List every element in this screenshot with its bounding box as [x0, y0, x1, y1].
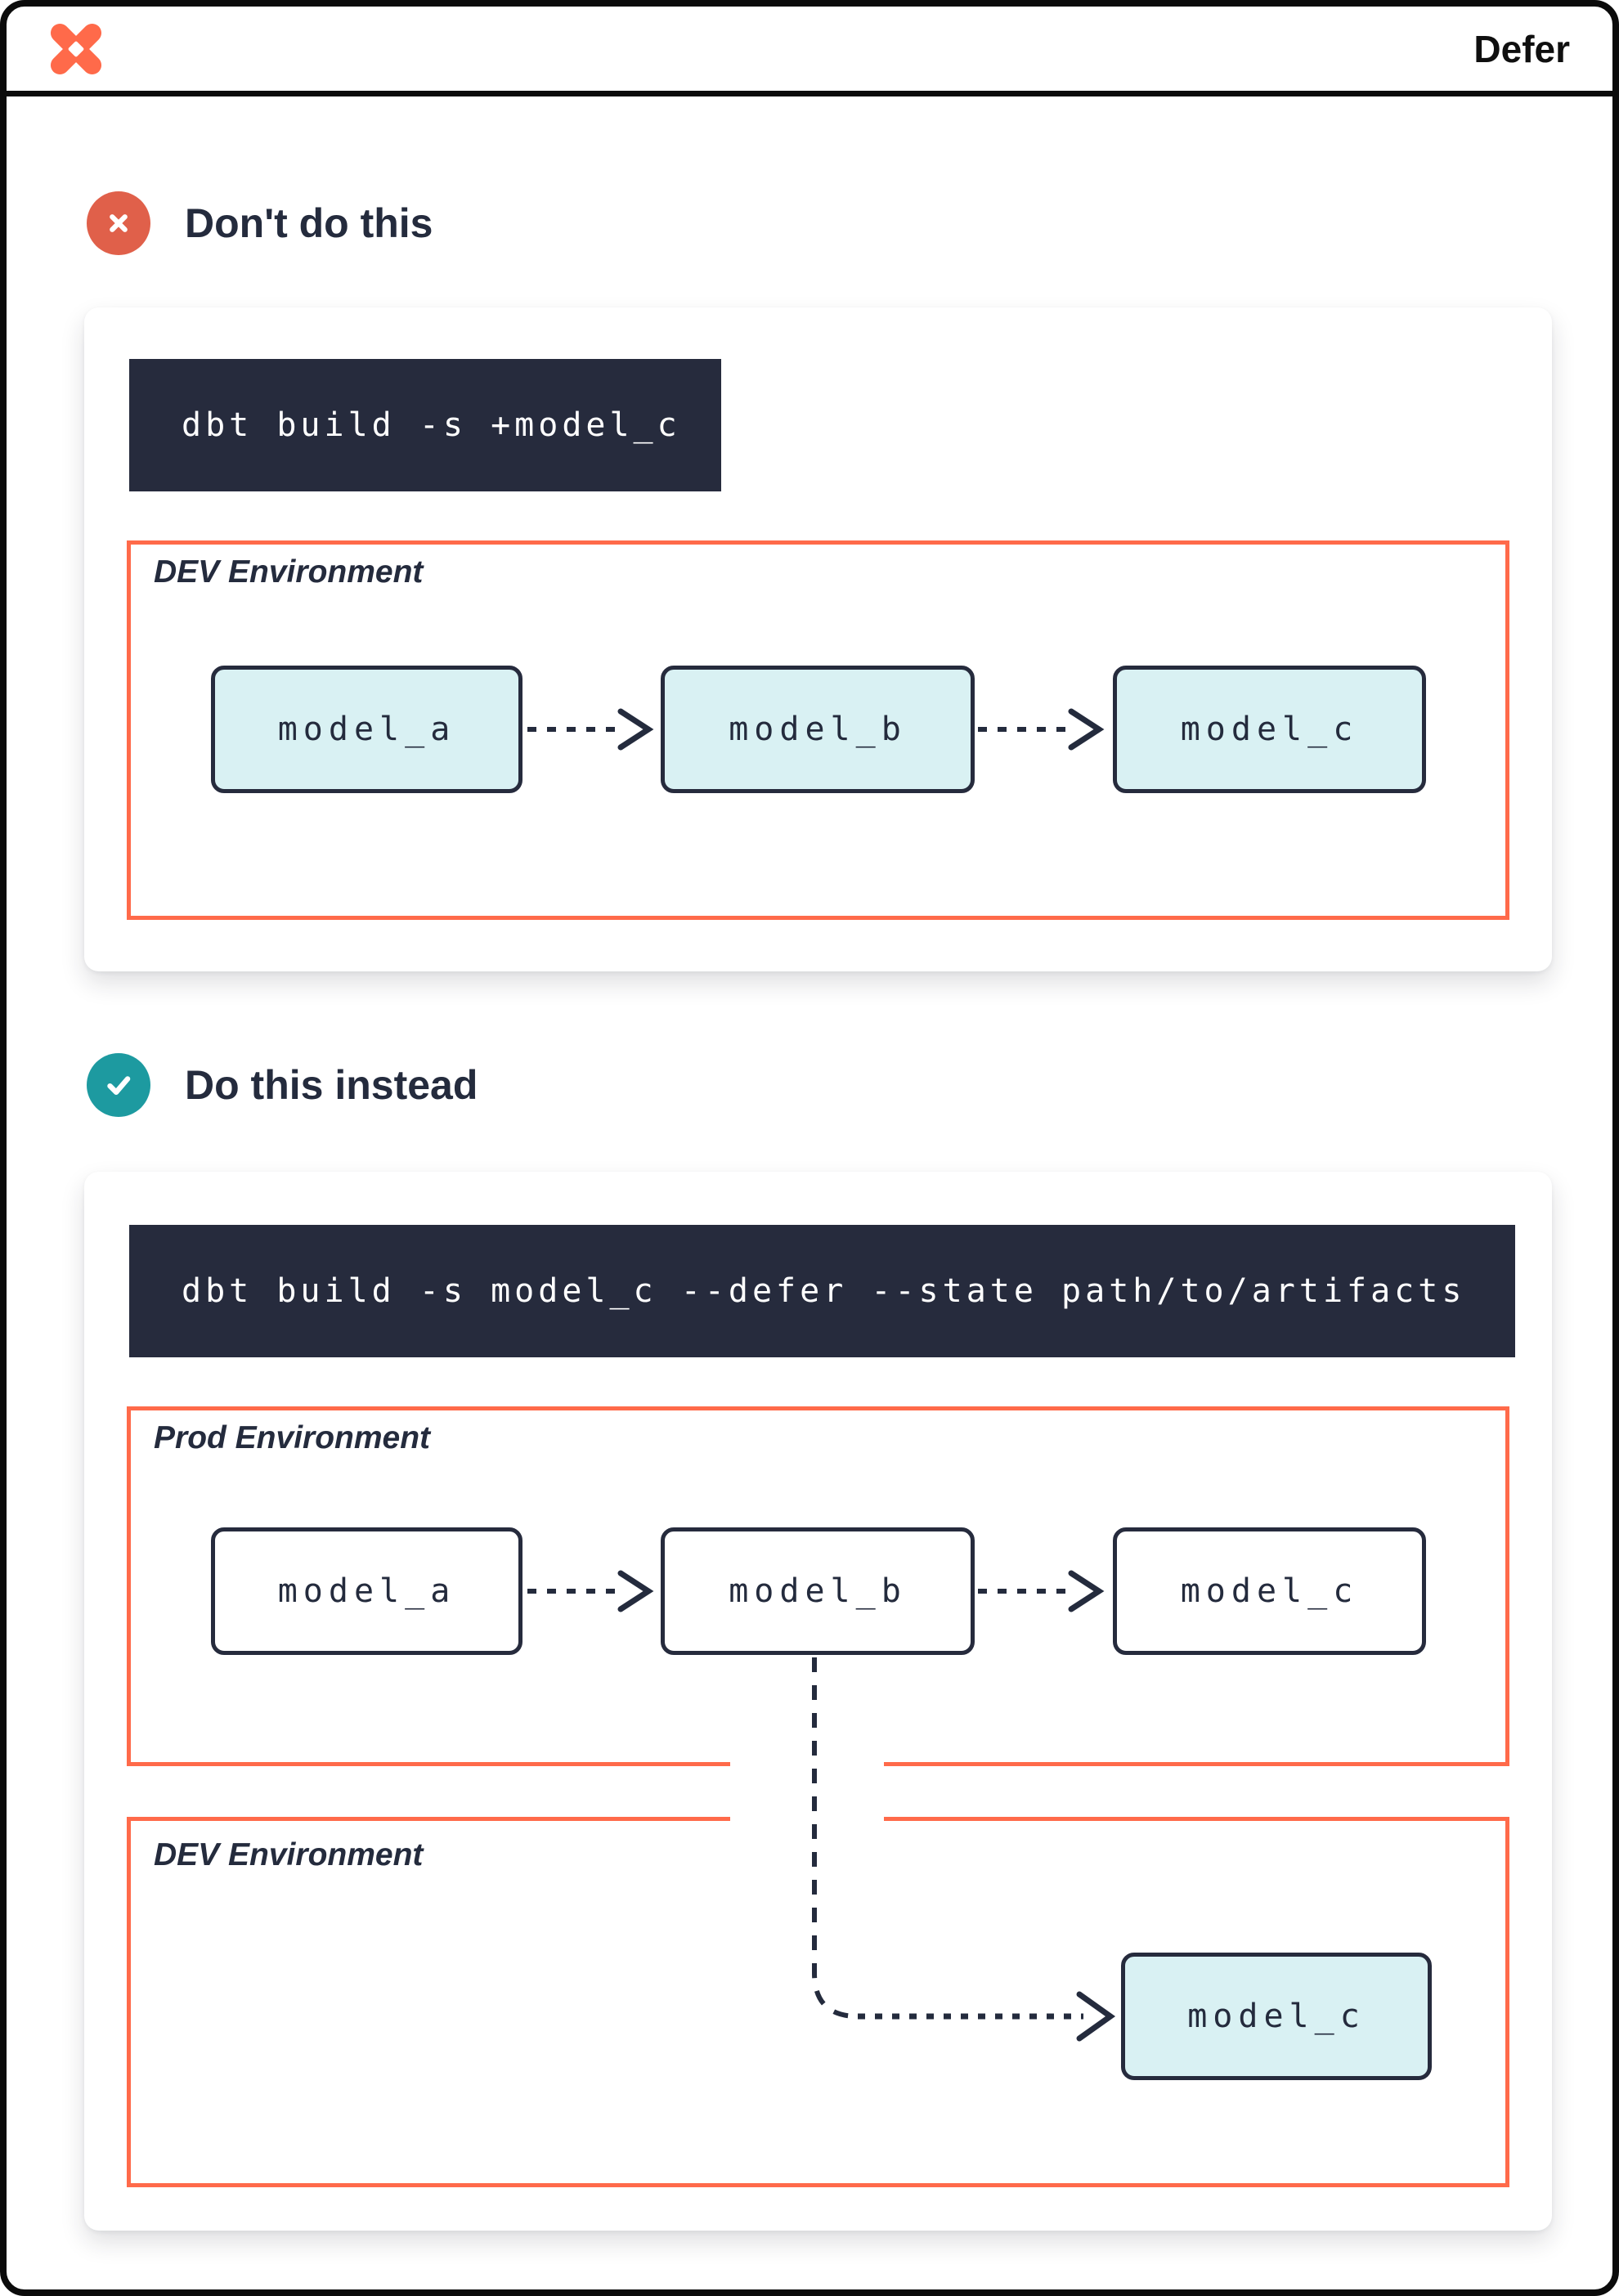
command-code-block: dbt build -s model_c --defer --state pat… — [129, 1225, 1515, 1357]
environment-label: DEV Environment — [154, 554, 424, 590]
environment-label: DEV Environment — [154, 1837, 424, 1872]
dont-card: dbt build -s +model_c DEV Environment mo… — [84, 307, 1552, 971]
x-icon — [110, 214, 128, 232]
dependency-arrow-icon — [527, 708, 654, 751]
model-box-model-c: model_c — [1113, 666, 1426, 793]
page-title: Defer — [1473, 27, 1570, 70]
border-gap-patch — [730, 1760, 884, 1768]
dependency-arrow-icon — [527, 1570, 654, 1612]
dependency-arrow-icon — [978, 1570, 1105, 1612]
model-box-model-b: model_b — [661, 666, 975, 793]
model-box-model-a: model_a — [211, 666, 522, 793]
environment-label: Prod Environment — [154, 1420, 431, 1455]
section-heading-label: Don't do this — [185, 200, 433, 246]
check-circle-icon — [87, 1053, 150, 1117]
model-box-model-c: model_c — [1113, 1527, 1426, 1655]
do-this-instead-heading: Do this instead — [87, 1053, 478, 1117]
x-circle-icon — [87, 191, 150, 255]
section-heading-label: Do this instead — [185, 1062, 478, 1108]
command-code-block: dbt build -s +model_c — [129, 359, 721, 491]
border-gap-patch — [730, 1814, 884, 1822]
dbt-logo-icon — [50, 23, 102, 74]
app-header: Defer — [7, 7, 1612, 96]
model-box-model-b: model_b — [661, 1527, 975, 1655]
check-icon — [107, 1076, 131, 1095]
model-box-model-a: model_a — [211, 1527, 522, 1655]
do-card: dbt build -s model_c --defer --state pat… — [84, 1172, 1552, 2231]
model-box-model-c-dev: model_c — [1121, 1953, 1432, 2080]
dependency-arrow-icon — [978, 708, 1105, 751]
dont-do-this-heading: Don't do this — [87, 191, 433, 255]
